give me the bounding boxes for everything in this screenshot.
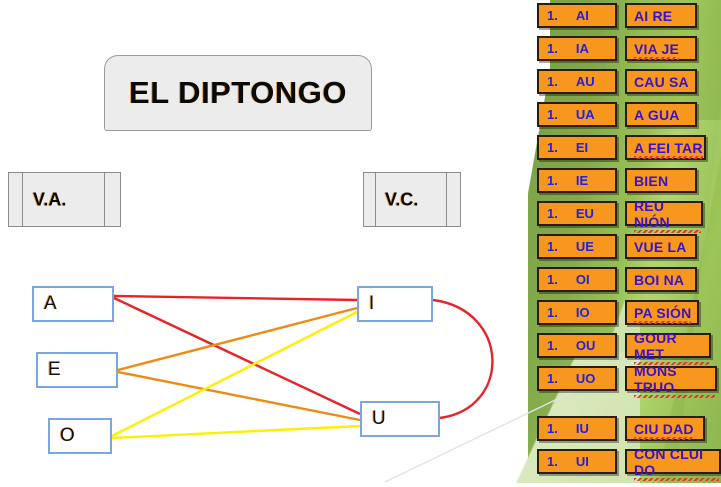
example-word: PA SIÓN xyxy=(627,305,692,324)
example-diphthong: UE xyxy=(575,239,594,254)
example-number-chip[interactable]: 1. EU xyxy=(537,201,617,226)
example-diphthong: OI xyxy=(575,272,590,287)
example-word-chip[interactable]: A GUA xyxy=(625,102,697,127)
example-number-chip[interactable]: 1. OI xyxy=(537,267,617,292)
example-word: A GUA xyxy=(634,106,680,123)
line-e-u xyxy=(117,370,361,422)
example-number: 1. xyxy=(547,272,558,287)
example-number: 1. xyxy=(547,421,558,436)
category-label-vc: V.C. xyxy=(385,189,419,209)
example-word-chip[interactable]: CAU SA xyxy=(625,69,697,94)
example-number-chip[interactable]: 1. IO xyxy=(537,300,617,325)
vowel-box-e[interactable]: E xyxy=(36,352,118,388)
example-diphthong: UO xyxy=(575,371,596,386)
vowel-label-u: U xyxy=(372,408,386,429)
example-number-chip[interactable]: 1. AU xyxy=(537,69,617,94)
example-number-chip[interactable]: 1. AI xyxy=(537,3,617,28)
example-number: 1. xyxy=(547,338,558,353)
va-divider-right xyxy=(104,173,105,226)
vowel-label-e: E xyxy=(48,359,61,380)
example-diphthong: IA xyxy=(575,41,589,56)
vowel-box-o[interactable]: O xyxy=(48,418,112,454)
example-word: VUE LA xyxy=(634,238,687,255)
line-o-i xyxy=(111,310,358,438)
line-i-u-arc xyxy=(432,298,494,420)
example-word-chip[interactable]: VIA JE xyxy=(625,36,697,61)
example-diphthong: OU xyxy=(575,338,596,353)
example-number-chip[interactable]: 1. IU xyxy=(537,416,617,441)
vowel-label-i: I xyxy=(369,293,375,314)
category-box-va: V.A. xyxy=(8,172,121,227)
example-word: GOUR MET xyxy=(627,330,709,365)
example-word-chip[interactable]: CON CLUI DO xyxy=(625,446,721,481)
example-word: CAU SA xyxy=(634,73,689,90)
example-word: BIEN xyxy=(634,172,669,189)
example-diphthong: IO xyxy=(575,305,590,320)
example-diphthong: EI xyxy=(575,140,589,155)
example-number-chip[interactable]: 1. EI xyxy=(537,135,617,160)
example-diphthong: UA xyxy=(575,107,595,122)
vowel-box-a[interactable]: A xyxy=(32,286,114,322)
vc-divider-right xyxy=(446,173,447,226)
line-e-i xyxy=(117,306,358,372)
example-number-chip[interactable]: 1. OU xyxy=(537,333,617,358)
example-diphthong: AI xyxy=(575,8,589,23)
example-word-chip[interactable]: MONS TRUO xyxy=(625,363,717,398)
category-box-vc: V.C. xyxy=(363,172,461,227)
example-word-chip[interactable]: PA SIÓN xyxy=(625,300,699,325)
example-diphthong: IU xyxy=(575,421,589,436)
example-diphthong: IE xyxy=(575,173,589,188)
line-a-u xyxy=(113,296,361,416)
example-number: 1. xyxy=(547,140,558,155)
vowel-box-u[interactable]: U xyxy=(360,401,440,437)
vowel-label-o: O xyxy=(60,425,75,446)
example-number: 1. xyxy=(547,206,558,221)
example-number: 1. xyxy=(547,41,558,56)
example-diphthong: AU xyxy=(575,74,595,89)
example-word-chip[interactable]: A FEI TAR xyxy=(625,135,706,160)
example-number: 1. xyxy=(547,239,558,254)
example-word-chip[interactable]: BIEN xyxy=(625,168,697,193)
example-number: 1. xyxy=(547,305,558,320)
example-word-chip[interactable]: REU NIÓN xyxy=(625,198,703,233)
va-divider-left xyxy=(22,173,23,226)
example-word: AI RE xyxy=(634,7,673,24)
example-number-chip[interactable]: 1. UO xyxy=(537,366,617,391)
example-number: 1. xyxy=(547,107,558,122)
example-word: VIA JE xyxy=(627,41,680,60)
example-word-chip[interactable]: CIU DAD xyxy=(625,416,705,441)
title-box: EL DIPTONGO xyxy=(104,55,372,131)
example-word-chip[interactable]: VUE LA xyxy=(625,234,697,259)
example-diphthong: UI xyxy=(575,454,589,469)
example-number: 1. xyxy=(547,173,558,188)
example-diphthong: EU xyxy=(575,206,594,221)
example-number: 1. xyxy=(547,454,558,469)
background-bottom-strip xyxy=(0,483,721,487)
example-word: A FEI TAR xyxy=(627,140,703,159)
example-word: BOI NA xyxy=(634,271,685,288)
example-word-chip[interactable]: GOUR MET xyxy=(625,330,711,365)
example-number-chip[interactable]: 1. UI xyxy=(537,449,617,474)
example-number: 1. xyxy=(547,8,558,23)
example-number-chip[interactable]: 1. IE xyxy=(537,168,617,193)
example-number-chip[interactable]: 1. UE xyxy=(537,234,617,259)
vowel-label-a: A xyxy=(44,293,57,314)
page-title: EL DIPTONGO xyxy=(129,75,347,110)
example-word-chip[interactable]: AI RE xyxy=(625,3,697,28)
example-word: CON CLUI DO xyxy=(627,446,719,481)
example-number: 1. xyxy=(547,371,558,386)
example-word: REU NIÓN xyxy=(627,198,701,233)
example-word: MONS TRUO xyxy=(627,363,715,398)
example-word-chip[interactable]: BOI NA xyxy=(625,267,697,292)
vc-divider-left xyxy=(375,173,376,226)
example-number-chip[interactable]: 1. IA xyxy=(537,36,617,61)
category-label-va: V.A. xyxy=(33,189,67,209)
example-word: CIU DAD xyxy=(627,421,694,440)
line-o-u xyxy=(111,424,361,440)
example-number: 1. xyxy=(547,74,558,89)
line-a-i xyxy=(113,294,358,302)
vowel-box-i[interactable]: I xyxy=(357,286,433,322)
example-number-chip[interactable]: 1. UA xyxy=(537,102,617,127)
